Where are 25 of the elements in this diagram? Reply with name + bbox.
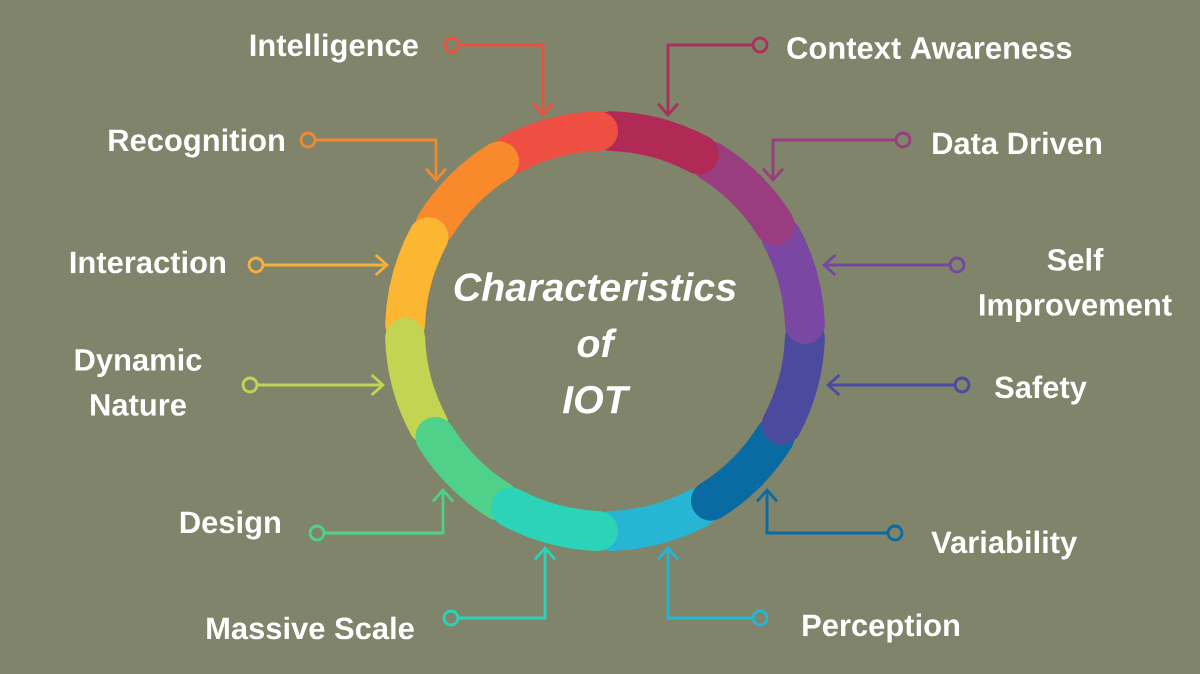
characteristic-label: Interaction: [70, 250, 225, 274]
characteristic-label: Intelligence: [250, 33, 418, 63]
leader-arrow: [656, 43, 753, 117]
leader-arrow: [459, 43, 555, 117]
characteristic-label: Recognition: [109, 128, 284, 158]
leader-arrow: [761, 138, 896, 182]
leader-arrow: [826, 373, 955, 397]
leader-arrow: [822, 253, 950, 277]
characteristic-label: Variability: [931, 530, 1078, 560]
characteristic-label: Perception: [803, 613, 959, 643]
leader-arrow: [755, 488, 888, 535]
characteristic-label: Context Awareness: [787, 37, 1072, 59]
characteristic-label: Safety: [995, 375, 1087, 405]
leader-arrow: [315, 138, 448, 182]
characteristic-label: Design: [180, 510, 280, 540]
leader-arrow: [257, 373, 385, 397]
center-title: Characteristics of IOT: [454, 272, 736, 414]
characteristic-label: Massive Scale: [207, 616, 414, 640]
leader-arrow: [458, 546, 557, 620]
characteristic-label: Data Driven: [933, 131, 1101, 155]
characteristic-label: Dynamic Nature: [75, 348, 202, 416]
characteristic-label: Self Improvement: [980, 248, 1172, 322]
leader-arrow: [324, 488, 455, 535]
leader-arrow: [656, 546, 753, 620]
leader-arrow: [263, 253, 389, 277]
